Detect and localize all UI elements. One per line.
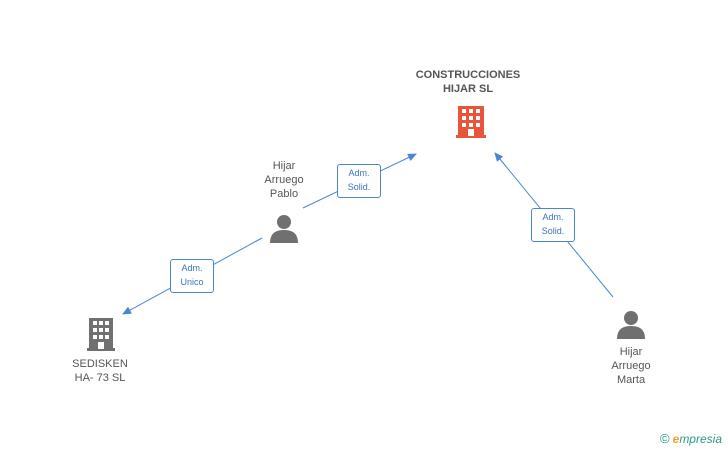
brand-logo-e: e <box>672 432 680 446</box>
edge-badge-type: Solid. <box>541 226 565 236</box>
person-icon[interactable] <box>270 215 298 243</box>
company-sedisken-line2: HA- 73 SL <box>74 372 126 384</box>
person-pablo-label[interactable]: Hijar Arruego Pablo <box>244 159 324 201</box>
main-company-label[interactable]: CONSTRUCCIONES HIJAR SL <box>398 68 538 96</box>
person-marta-line1: Hijar <box>619 346 643 358</box>
person-pablo-line3: Pablo <box>269 188 299 200</box>
empresia-brand[interactable]: ©empresia <box>660 431 722 446</box>
edge-badge-type: Solid. <box>347 182 371 192</box>
building-icon[interactable] <box>456 106 486 138</box>
person-marta-line2: Arruego <box>611 360 651 372</box>
building-icon[interactable] <box>87 318 115 351</box>
person-pablo-line1: Hijar <box>272 160 296 172</box>
edge-badge-pablo-main: Adm. Solid. <box>337 164 381 198</box>
company-sedisken-line1: SEDISKEN <box>72 358 128 370</box>
person-pablo-line2: Arruego <box>264 174 304 186</box>
edge-badge-role: Adm. <box>181 263 203 273</box>
main-company-name-line2: HIJAR SL <box>442 83 494 95</box>
main-company-name-line1: CONSTRUCCIONES <box>415 69 521 81</box>
copyright-symbol: © <box>660 431 670 446</box>
company-sedisken-label[interactable]: SEDISKEN HA- 73 SL <box>50 357 150 385</box>
edge-badge-pablo-sedisken: Adm. Unico <box>170 259 214 293</box>
brand-logo-text: mpresia <box>679 432 722 446</box>
edge-badge-marta-main: Adm. Solid. <box>531 208 575 242</box>
person-marta-label[interactable]: Hijar Arruego Marta <box>591 345 671 387</box>
person-marta-line3: Marta <box>616 374 646 386</box>
edge-badge-role: Adm. <box>348 168 370 178</box>
edge-badge-role: Adm. <box>542 212 564 222</box>
person-icon[interactable] <box>617 311 645 339</box>
edge-badge-type: Unico <box>180 277 204 287</box>
